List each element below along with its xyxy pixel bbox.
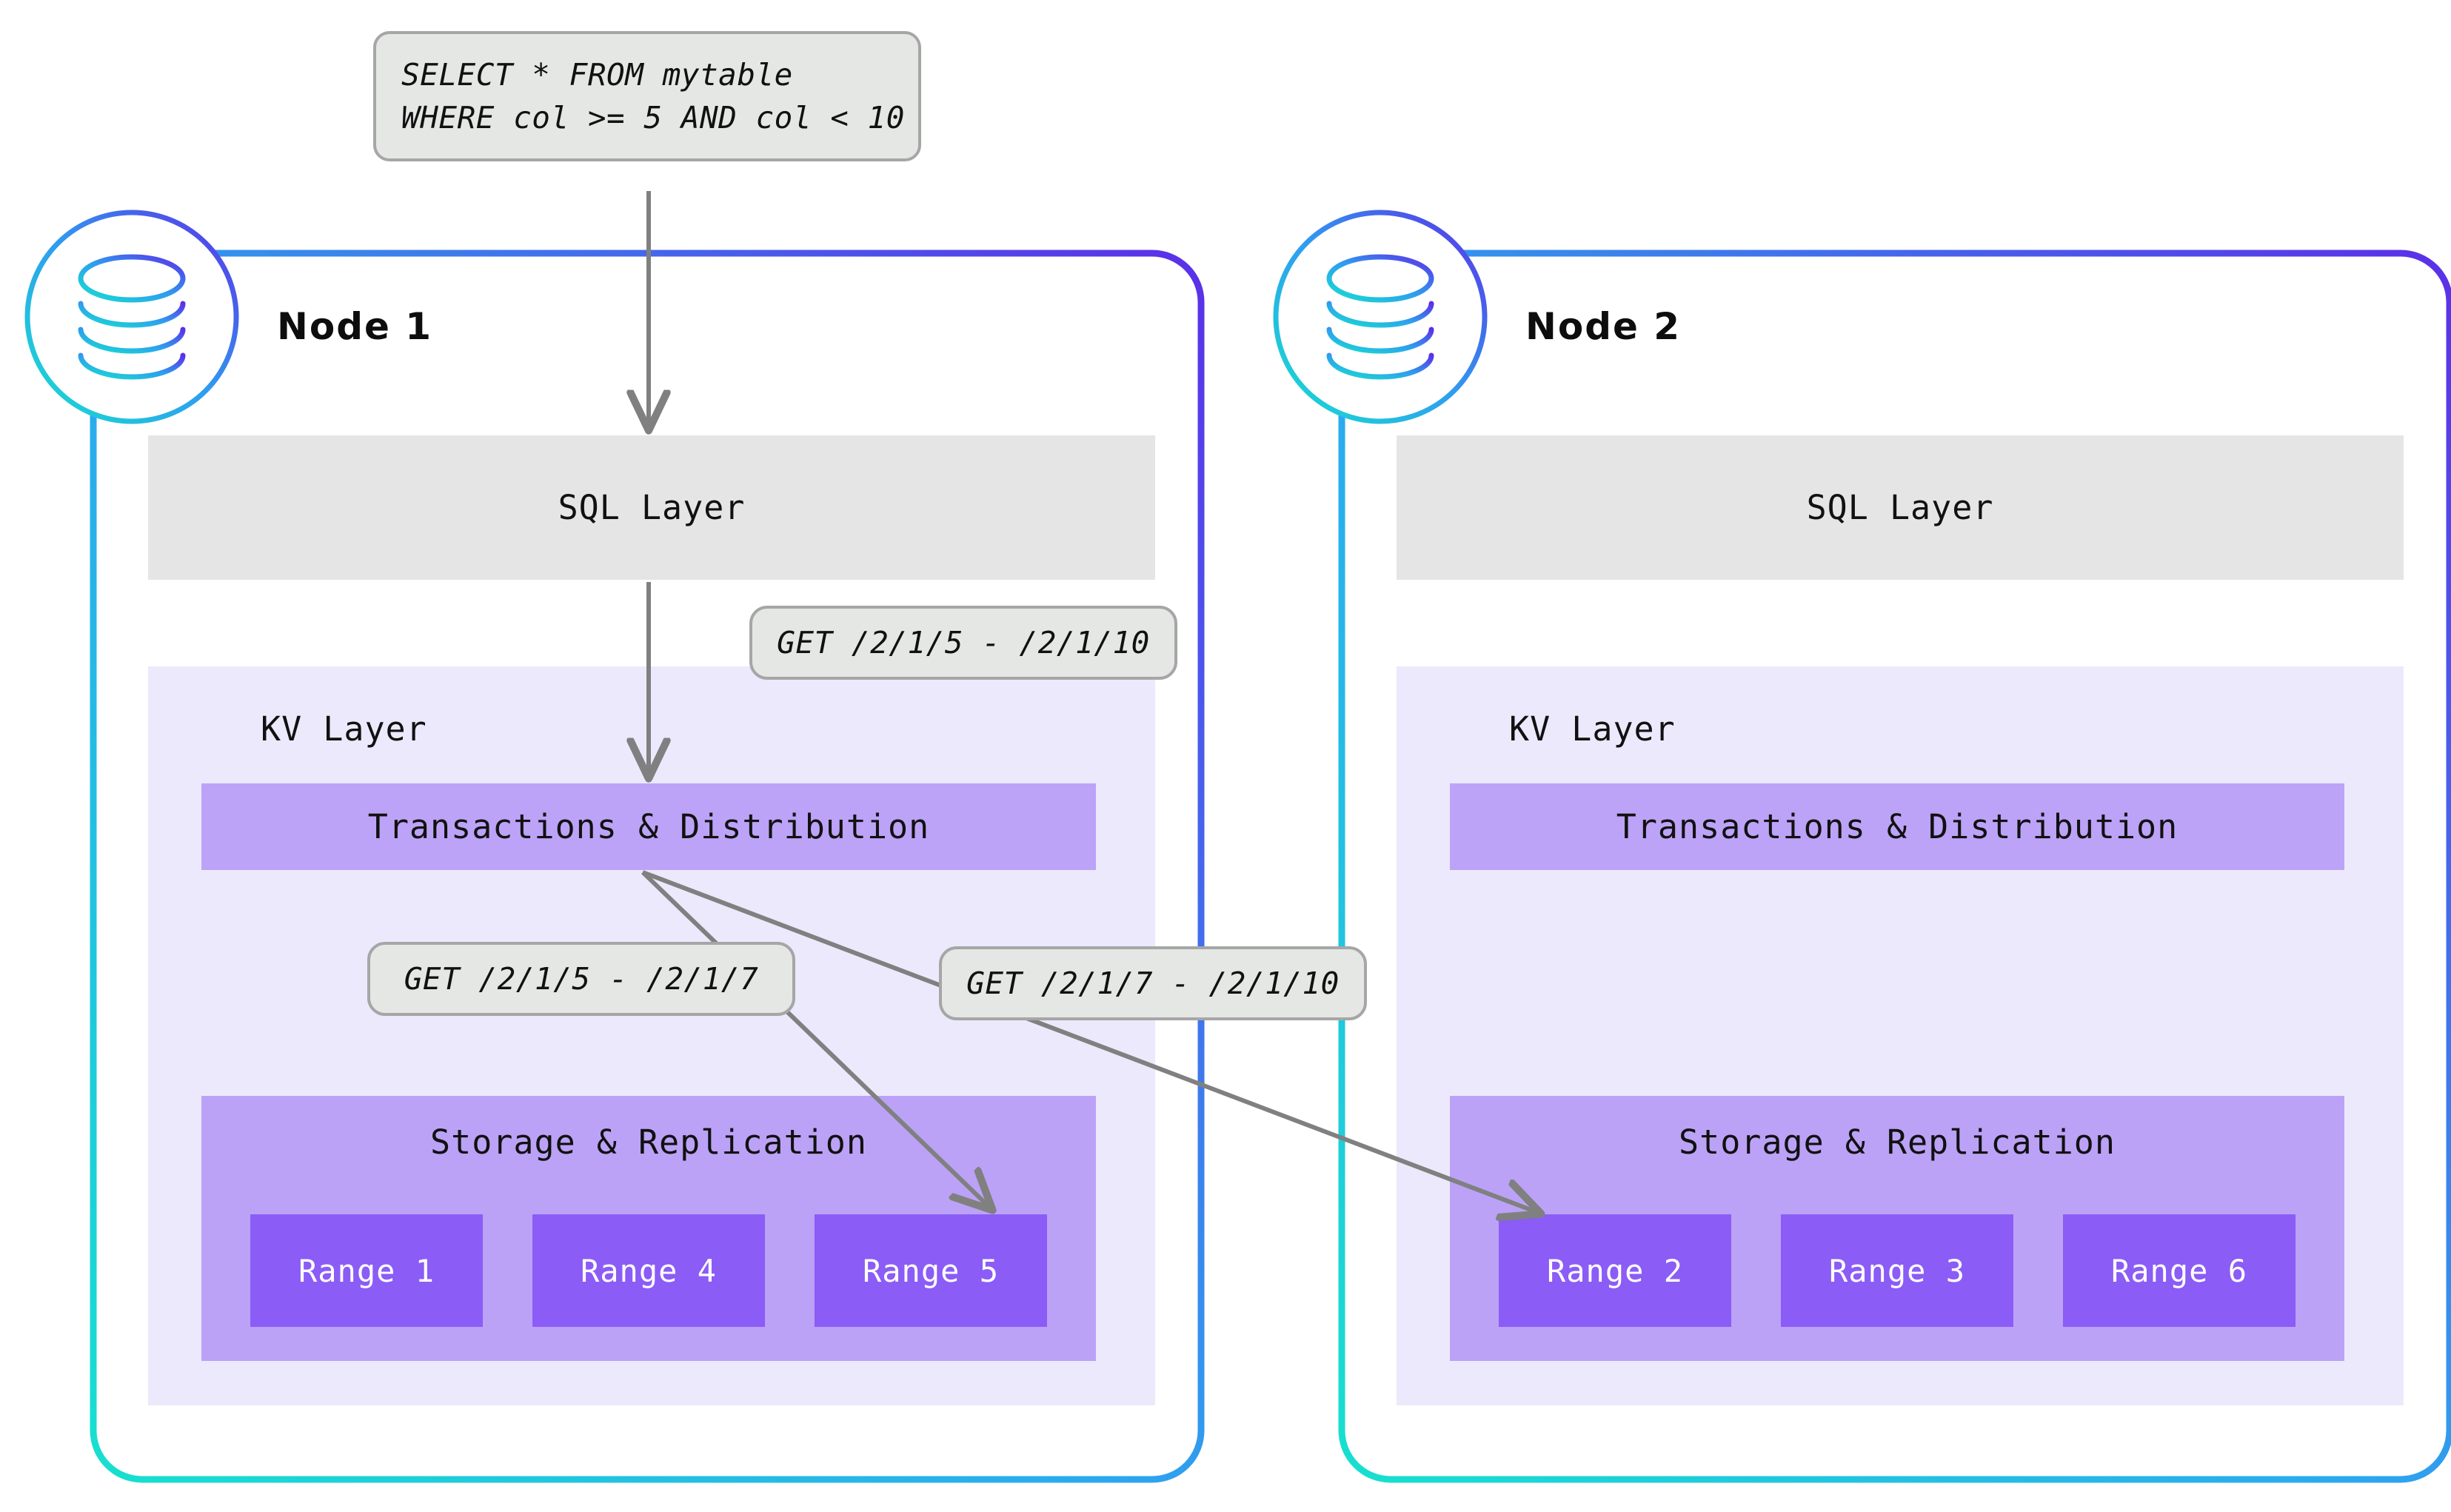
callout-range5-request: GET /2/1/5 - /2/1/7: [367, 942, 795, 1016]
callout-range2-request: GET /2/1/7 - /2/1/10: [939, 946, 1367, 1020]
node-2-title: Node 2: [1525, 305, 1682, 348]
node-1-range-box-0: Range 1: [250, 1214, 483, 1327]
node-2-storage-label: Storage & Replication: [1679, 1123, 2116, 1162]
node-2-range-box-0: Range 2: [1499, 1214, 1731, 1327]
node-1-storage-panel: Storage & Replication Range 1 Range 4 Ra…: [201, 1096, 1096, 1361]
sql-query-text: SELECT * FROM mytable WHERE col >= 5 AND…: [401, 57, 905, 136]
node-1-transactions-label: Transactions & Distribution: [367, 807, 930, 846]
node-1-range-box-2: Range 5: [815, 1214, 1047, 1327]
node-2-range-box-1: Range 3: [1781, 1214, 2013, 1327]
arrow-transactions-to-range-2: [641, 870, 1539, 1213]
callout-kv-request-label: GET /2/1/5 - /2/1/10: [777, 625, 1150, 660]
node-1-sql-layer-label: SQL Layer: [558, 488, 746, 527]
node-1-sql-layer: SQL Layer: [148, 435, 1155, 580]
node-2-transactions-label: Transactions & Distribution: [1616, 807, 2179, 846]
node-1-storage-label: Storage & Replication: [430, 1123, 867, 1162]
node-1-badge-ring: [24, 210, 239, 424]
node-2-range-box-2: Range 6: [2063, 1214, 2295, 1327]
node-1-kv-label: KV Layer: [261, 709, 427, 749]
node-2-transactions-bar: Transactions & Distribution: [1450, 783, 2344, 870]
arrow-transactions-to-range-5: [641, 870, 991, 1208]
node-1-range-box-1: Range 4: [532, 1214, 765, 1327]
database-icon: [1326, 254, 1434, 380]
node-2-sql-layer-label: SQL Layer: [1806, 488, 1994, 527]
node-2-storage-panel: Storage & Replication Range 2 Range 3 Ra…: [1450, 1096, 2344, 1361]
node-2-range-label-0: Range 2: [1546, 1252, 1683, 1289]
node-2-badge-ring: [1273, 210, 1488, 424]
database-icon: [78, 254, 186, 380]
node-1-range-label-0: Range 1: [298, 1252, 435, 1289]
node-2-frame: [1338, 250, 2451, 1483]
node-1-range-label-2: Range 5: [862, 1252, 999, 1289]
node-1-database-badge: [24, 210, 239, 424]
node-2-range-label-1: Range 3: [1828, 1252, 1965, 1289]
node-2-kv-label: KV Layer: [1509, 709, 1676, 749]
sql-query-bubble: SELECT * FROM mytable WHERE col >= 5 AND…: [373, 31, 921, 162]
node-1-range-label-1: Range 4: [580, 1252, 717, 1289]
callout-kv-request: GET /2/1/5 - /2/1/10: [749, 606, 1177, 680]
callout-range5-request-label: GET /2/1/5 - /2/1/7: [404, 961, 759, 997]
node-1-title: Node 1: [277, 305, 433, 348]
node-1-transactions-bar: Transactions & Distribution: [201, 783, 1096, 870]
node-2-range-label-2: Range 6: [2110, 1252, 2247, 1289]
node-2-database-badge: [1273, 210, 1488, 424]
node-2-sql-layer: SQL Layer: [1397, 435, 2404, 580]
callout-range2-request-label: GET /2/1/7 - /2/1/10: [966, 966, 1340, 1001]
